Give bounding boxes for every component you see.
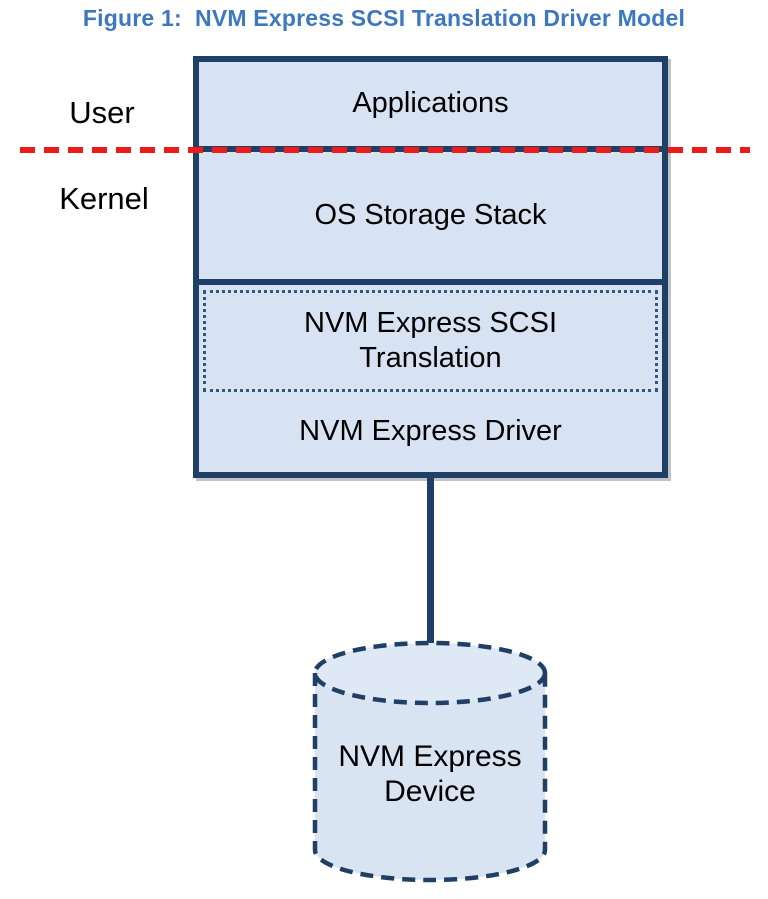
cylinder-top-rim xyxy=(312,640,548,706)
os-storage-stack-label: OS Storage Stack xyxy=(314,198,547,231)
os-storage-stack-block: OS Storage Stack xyxy=(199,152,662,279)
driver-to-device-connector xyxy=(427,474,434,646)
applications-block: Applications xyxy=(199,62,662,146)
applications-label: Applications xyxy=(352,87,509,120)
scsi-translation-block: NVM Express SCSI Translation xyxy=(203,290,658,392)
nvme-driver-label: NVM Express Driver xyxy=(299,415,562,448)
driver-stack-box: Applications OS Storage Stack NVM Expres… xyxy=(193,56,668,478)
nvme-device-cylinder xyxy=(312,640,548,883)
scsi-translation-label: NVM Express SCSI Translation xyxy=(304,307,557,374)
kernel-space-text: Kernel xyxy=(59,181,149,216)
kernel-space-label: Kernel xyxy=(46,170,162,228)
user-space-label: User xyxy=(52,86,152,140)
figure-title: Figure 1: NVM Express SCSI Translation D… xyxy=(82,5,686,31)
divider-os-translation xyxy=(199,279,662,285)
nvme-device-label: NVM Express Device xyxy=(338,740,522,808)
cylinder-outline xyxy=(312,673,548,883)
user-kernel-boundary-line xyxy=(20,147,750,153)
user-space-text: User xyxy=(69,95,135,130)
nvme-driver-block: NVM Express Driver xyxy=(199,392,662,472)
cylinder-body-fill xyxy=(315,643,545,880)
